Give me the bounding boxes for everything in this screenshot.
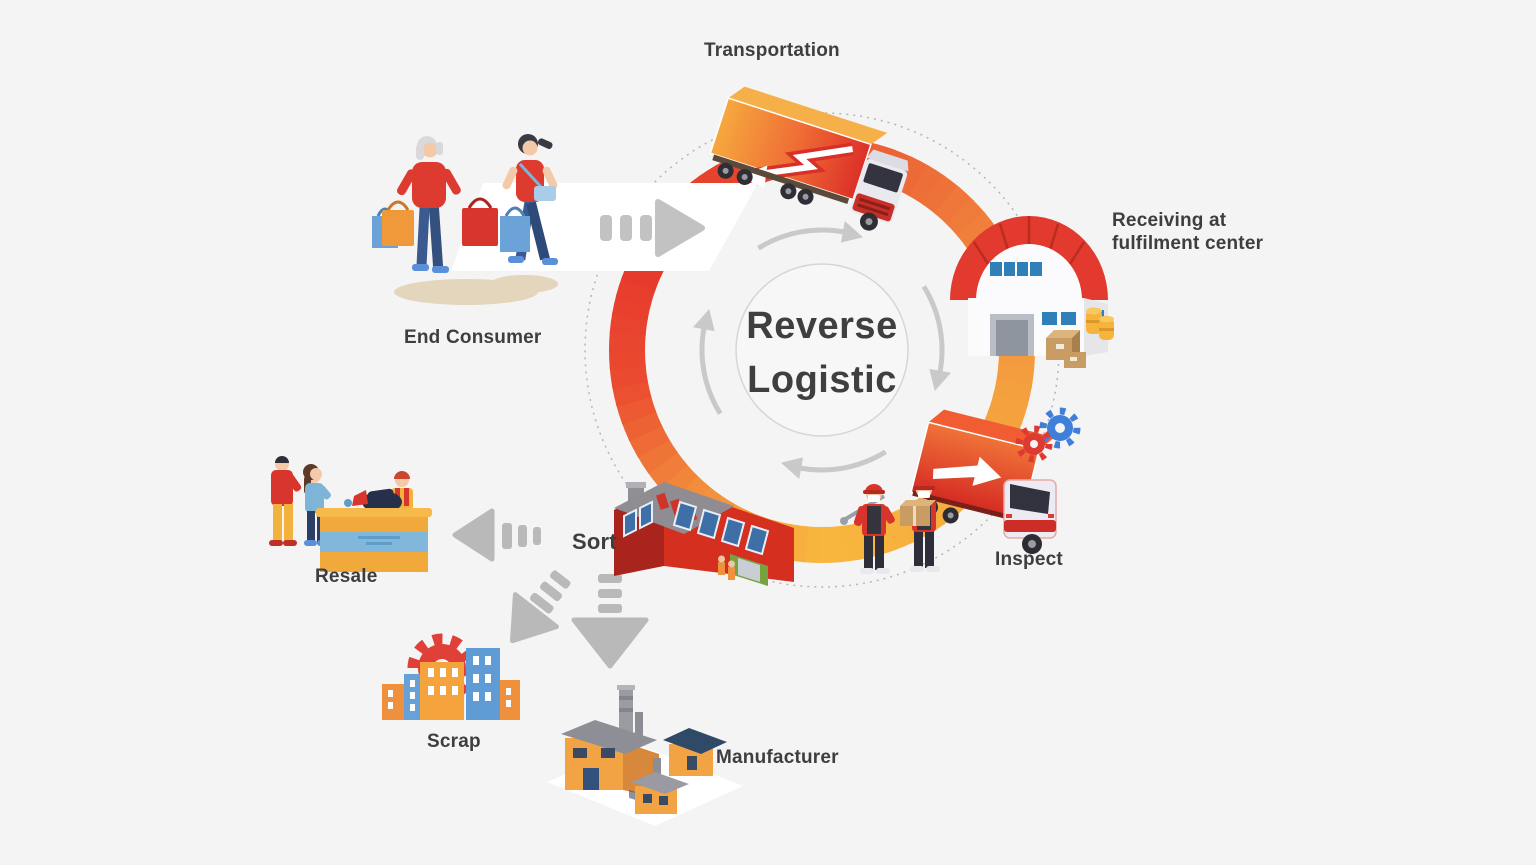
- label-manufacturer: Manufacturer: [716, 747, 839, 768]
- transportation-truck-illustration: [709, 86, 909, 231]
- worker-with-box: [900, 480, 940, 572]
- side-building: [663, 728, 727, 776]
- resale-shop-illustration: [269, 456, 432, 572]
- counter-items: [344, 488, 402, 513]
- label-receiving: Receiving at fulfilment center: [1112, 210, 1264, 254]
- manufacturer-factory-illustration: [547, 685, 743, 826]
- sort-to-manufacturer-arrow: [571, 574, 649, 669]
- sort-to-resale-arrow: [452, 508, 541, 562]
- diagram-title: Reverse Logistic: [722, 299, 922, 407]
- roof-ribs: [972, 216, 1086, 265]
- title-line-2: Logistic: [747, 359, 897, 401]
- inspection-gears-icon: [1015, 407, 1081, 463]
- shopping-bags: [372, 197, 530, 252]
- scrap-icon-illustration: [382, 633, 520, 720]
- label-scrap: Scrap: [427, 731, 481, 752]
- inspect-workers-illustration: [840, 480, 940, 574]
- label-transportation: Transportation: [704, 40, 840, 61]
- cargo-boxes: [1046, 330, 1086, 368]
- right-arrow-icon: [600, 199, 705, 257]
- skylight-windows: [623, 500, 770, 556]
- shopper-left: [397, 136, 461, 273]
- center-circle: [735, 263, 909, 437]
- cycle-rotation-arrows: [692, 220, 952, 480]
- label-end-consumer: End Consumer: [404, 327, 542, 348]
- truck-cab: [850, 149, 909, 231]
- trailer-wheels: [717, 162, 814, 205]
- inspect-truck-cab: [1003, 479, 1057, 554]
- scrap-buildings: [382, 648, 520, 720]
- yellow-barrels: [1086, 307, 1114, 340]
- end-consumer-illustration: [372, 134, 558, 305]
- front-building: [631, 758, 689, 814]
- label-resale: Resale: [315, 566, 378, 587]
- label-sort: Sort: [572, 529, 617, 554]
- sort-to-scrap-arrow: [510, 570, 571, 644]
- title-line-1: Reverse: [746, 305, 898, 347]
- worker-with-tool: [840, 484, 895, 574]
- receiving-warehouse-illustration: [950, 216, 1114, 368]
- sort-factory-illustration: [614, 482, 794, 586]
- label-inspect: Inspect: [995, 549, 1063, 570]
- factory-workers: [718, 555, 735, 580]
